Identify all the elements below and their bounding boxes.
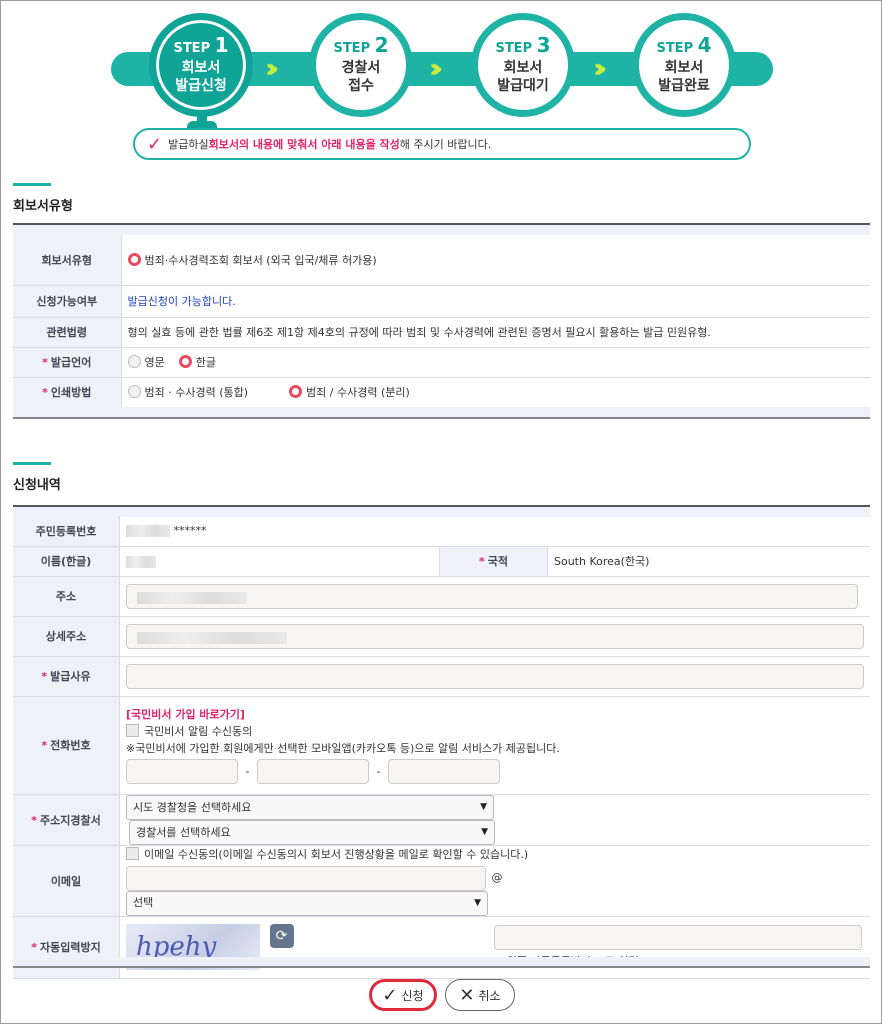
- submit-button[interactable]: ✓신청: [369, 979, 437, 1011]
- refresh-icon[interactable]: ⟳: [269, 924, 294, 948]
- print-separate[interactable]: 범죄 / 수사경력 (분리): [289, 385, 410, 399]
- close-icon: ✕: [459, 984, 475, 1006]
- step-4: STEP 4 회보서 발급완료: [632, 13, 736, 117]
- email-domain-select[interactable]: 선택▼: [126, 890, 488, 916]
- address-input[interactable]: [126, 583, 858, 609]
- email-input[interactable]: [126, 865, 486, 891]
- step-3: STEP 3 회보서 발급대기: [471, 13, 575, 117]
- section-title-apply: 신청내역: [13, 462, 61, 493]
- step-progress: ››› ››› ››› STEP 1 회보서 발급신청 STEP 2 경찰서 접…: [1, 1, 882, 171]
- caret-down-icon: ▼: [480, 802, 487, 812]
- button-bar: ✓신청 ✕취소: [1, 979, 882, 1011]
- check-icon: ✓: [382, 984, 398, 1006]
- captcha-input[interactable]: [494, 924, 862, 950]
- address-detail-input[interactable]: [126, 623, 864, 649]
- cancel-button[interactable]: ✕취소: [445, 979, 515, 1011]
- section-title-type: 회보서유형: [13, 183, 73, 214]
- checkbox[interactable]: [126, 724, 139, 737]
- chevron-right-icon: ›››: [593, 54, 607, 84]
- phone-input-1[interactable]: [126, 759, 238, 784]
- radio-icon[interactable]: [127, 252, 141, 266]
- lang-korean[interactable]: 한글: [178, 355, 216, 369]
- chevron-right-icon: ›››: [429, 54, 443, 84]
- police-station-select[interactable]: 경찰서를 선택하세요▼: [129, 819, 495, 845]
- checkbox[interactable]: [126, 846, 139, 860]
- step-1: STEP 1 회보서 발급신청: [149, 13, 253, 117]
- police-agency-select[interactable]: 시도 경찰청을 선택하세요▼: [126, 794, 494, 820]
- reason-input[interactable]: [126, 663, 864, 689]
- gov-secretary-link[interactable]: [국민비서 가입 바로가기]: [126, 708, 245, 721]
- step-2: STEP 2 경찰서 접수: [309, 13, 413, 117]
- phone-input-3[interactable]: [387, 759, 500, 784]
- type-table: 회보서유형 범죄·수사경력조회 회보서 (외국 입국/체류 허가용) 신청가능여…: [13, 235, 870, 408]
- print-combined[interactable]: 범죄 · 수사경력 (통합): [127, 385, 248, 399]
- phone-input-2[interactable]: [256, 759, 369, 784]
- type-option[interactable]: 범죄·수사경력조회 회보서 (외국 입국/체류 허가용): [121, 235, 870, 286]
- lang-english[interactable]: 영문: [127, 355, 165, 369]
- check-icon: ✓: [147, 133, 163, 155]
- caret-down-icon: ▼: [481, 827, 488, 837]
- chevron-right-icon: ›››: [265, 54, 279, 84]
- apply-table: 주민등록번호 ****** 이름(한글) *국적 South Korea(한국)…: [13, 516, 870, 979]
- caret-down-icon: ▼: [474, 898, 481, 908]
